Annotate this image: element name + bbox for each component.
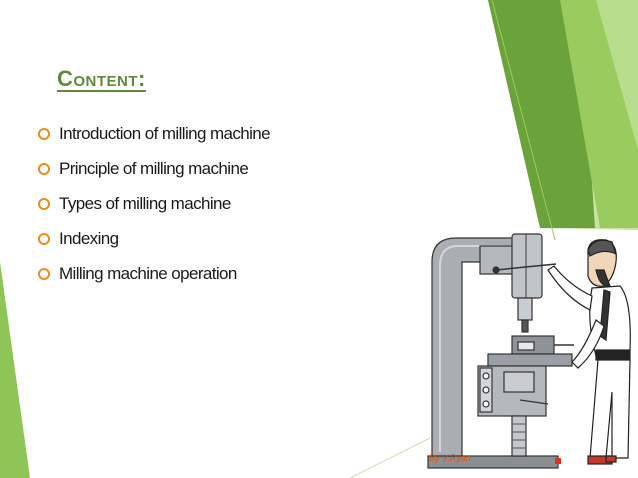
elevating-screw: [511, 415, 527, 457]
list-item: Milling machine operation: [38, 256, 270, 291]
handle-knob-left: [492, 266, 500, 274]
operator-arm-lower: [571, 319, 605, 369]
list-item-label: Introduction of milling machine: [59, 123, 271, 143]
decor-line: [491, 0, 556, 241]
decor-bottom-line: [349, 437, 431, 478]
knee-dot: [482, 386, 490, 394]
column-highlight: [439, 245, 516, 452]
operator-hair: [587, 239, 618, 257]
machine-table: [487, 353, 573, 367]
list-item: Types of milling machine: [38, 186, 270, 221]
list-item: Indexing: [38, 221, 270, 256]
knee-dot: [482, 372, 490, 380]
ring-bullet-icon: [38, 267, 50, 280]
knee-handle: [519, 399, 549, 405]
ring-bullet-icon: [38, 162, 50, 175]
spindle: [517, 297, 533, 321]
cutter: [521, 319, 529, 333]
operator-beard: [595, 269, 611, 287]
operator-trousers: [589, 359, 631, 459]
slide-title: Content:: [57, 66, 146, 91]
ring-bullet-icon: [38, 127, 50, 140]
stop-switch: [555, 458, 561, 464]
operator-belt: [595, 349, 631, 361]
operator-shoe: [605, 455, 617, 463]
illustration-credit: By V.Ryan: [429, 453, 471, 463]
workpiece: [517, 341, 535, 351]
list-item: Introduction of milling machine: [38, 116, 271, 151]
list-item-label: Principle of milling machine: [59, 158, 249, 178]
decor-bottom-left-triangle: [0, 262, 30, 478]
decor-facet-highlight: [596, 0, 638, 150]
operator-arm-upper: [547, 265, 593, 311]
knee-dot: [482, 400, 490, 408]
list-item-label: Milling machine operation: [59, 263, 237, 283]
operator-figure: [547, 239, 631, 465]
ring-bullet-icon: [38, 232, 50, 245]
ring-bullet-icon: [38, 197, 50, 210]
list-item-label: Indexing: [59, 228, 119, 248]
list-item-label: Types of milling machine: [59, 193, 231, 213]
head-handle: [495, 263, 557, 271]
list-item: Principle of milling machine: [38, 151, 270, 186]
feed-box: [503, 371, 535, 393]
content-list: Introduction of milling machine Principl…: [38, 116, 271, 291]
decor-facet-dark: [488, 0, 595, 228]
